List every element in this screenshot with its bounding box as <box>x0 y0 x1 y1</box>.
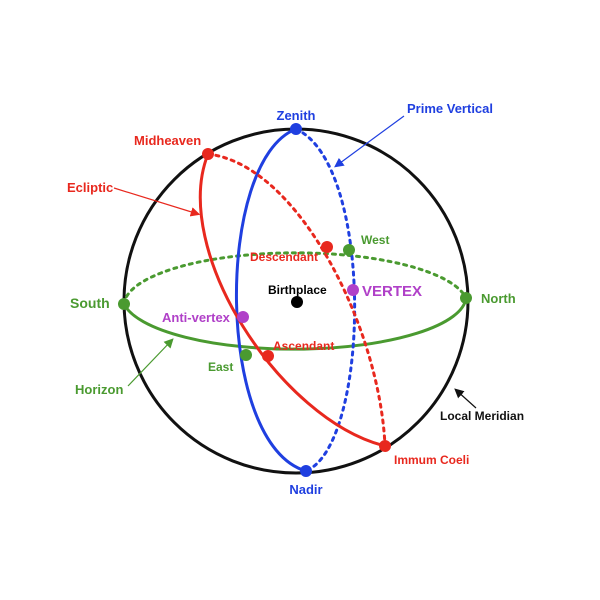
vertex-label: VERTEX <box>362 283 422 300</box>
prime-vertical-front-arc <box>235 127 307 473</box>
north-label: North <box>481 291 516 306</box>
local-meridian-leader <box>454 388 477 409</box>
immum-coeli-point <box>379 440 391 452</box>
ecliptic-leader <box>113 187 201 217</box>
anti-vertex-point <box>237 311 249 323</box>
prime-vertical-leader <box>334 115 405 168</box>
prime-vertical-label: Prime Vertical <box>407 101 493 116</box>
nadir-point <box>300 465 312 477</box>
west-point <box>343 244 355 256</box>
horizon-label: Horizon <box>75 382 123 397</box>
descendant-point <box>321 241 333 253</box>
east-label: East <box>208 360 233 374</box>
south-point <box>118 298 130 310</box>
birthplace-label: Birthplace <box>268 283 327 297</box>
zenith-label: Zenith <box>277 108 316 123</box>
west-label: West <box>361 233 389 247</box>
local-meridian-label: Local Meridian <box>440 409 524 423</box>
ecliptic-label: Ecliptic <box>67 180 113 195</box>
midheaven-label: Midheaven <box>134 133 201 148</box>
zenith-point <box>290 123 302 135</box>
anti-vertex-label: Anti-vertex <box>162 310 231 325</box>
horizon-front-arc <box>122 297 468 351</box>
descendant-label: Descendant <box>250 250 318 264</box>
east-point <box>240 349 252 361</box>
horizon-back-arc <box>122 251 468 306</box>
immum-coeli-label: Immum Coeli <box>394 453 469 467</box>
ecliptic-back-arc <box>206 152 387 448</box>
ascendant-label: Ascendant <box>273 339 334 353</box>
vertex-point <box>347 284 359 296</box>
south-label: South <box>70 295 110 311</box>
prime-vertical-back-arc <box>294 127 357 473</box>
ascendant-point <box>262 350 274 362</box>
north-point <box>460 292 472 304</box>
horizon-leader <box>127 338 174 387</box>
birthplace-point <box>291 296 303 308</box>
ecliptic-front-arc <box>198 153 386 448</box>
nadir-label: Nadir <box>289 482 322 497</box>
midheaven-point <box>202 148 214 160</box>
